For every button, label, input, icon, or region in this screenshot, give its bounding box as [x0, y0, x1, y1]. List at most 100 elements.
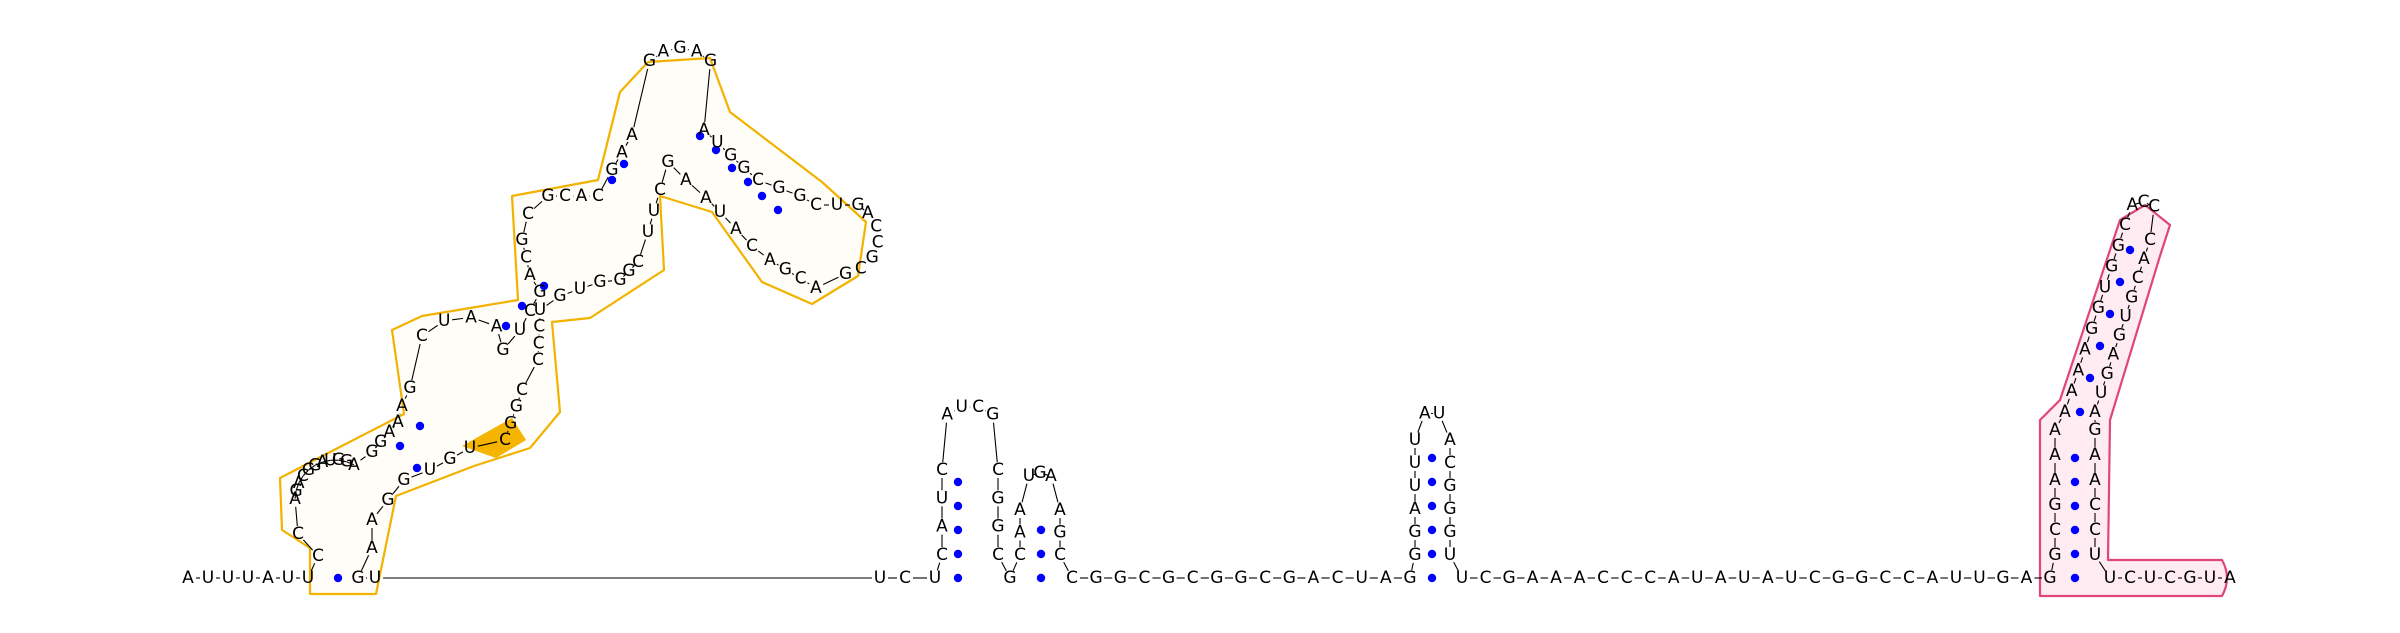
nucleotide: A — [1014, 523, 1026, 543]
nucleotide: U — [2104, 568, 2116, 588]
nucleotide: A — [700, 188, 712, 208]
nucleotide: C — [1444, 453, 1456, 473]
nucleotide: G — [839, 264, 852, 284]
highlight-domain-orange — [278, 56, 868, 596]
nucleotide: A — [384, 422, 396, 442]
backbone-link — [523, 317, 527, 324]
nucleotide: C — [2089, 495, 2101, 515]
nucleotide: C — [1138, 568, 1150, 588]
backbone-link — [338, 459, 347, 463]
backbone-link — [807, 282, 810, 285]
nucleotide: G — [1003, 568, 1016, 588]
nucleotide: G — [605, 160, 618, 180]
backbone-link — [298, 475, 304, 484]
backbone-link — [1032, 473, 1037, 476]
backbone-link — [633, 68, 649, 128]
nucleotide: G — [661, 152, 674, 172]
nucleotide: U — [438, 311, 450, 331]
backbone-link — [2051, 562, 2054, 571]
nucleotide: A — [2138, 249, 2150, 269]
backbone-link — [2100, 294, 2104, 301]
nucleotide: G — [403, 378, 416, 398]
backbone-link — [1063, 561, 1069, 572]
backbone-link — [498, 333, 502, 343]
nucleotide: C — [972, 397, 984, 417]
nucleotide: U — [324, 450, 336, 470]
nucleotide: U — [1973, 568, 1985, 588]
backbone-link — [567, 291, 573, 294]
backbone-link — [709, 135, 712, 138]
nucleotide: A — [491, 316, 503, 336]
nucleotide: U — [714, 202, 726, 222]
nucleotide: U — [711, 133, 723, 153]
nucleotide: U — [2089, 545, 2101, 565]
nucleotide: C — [312, 546, 324, 566]
backbone-link — [302, 539, 314, 551]
highlight-domain-pink — [2038, 203, 2229, 598]
nucleotide: C — [2124, 568, 2136, 588]
nucleotide: A — [1380, 568, 1392, 588]
nucleotide: G — [1114, 568, 1127, 588]
nucleotide: A — [1762, 568, 1774, 588]
nucleotide: A — [691, 41, 703, 61]
nucleotide: G — [496, 340, 509, 360]
nucleotide: U — [1456, 568, 1468, 588]
nucleotide: G — [1090, 568, 1103, 588]
nucleotide: G — [1443, 499, 1456, 519]
nucleotide: C — [1259, 568, 1271, 588]
nucleotide: C — [992, 460, 1004, 480]
nucleotide: C — [632, 252, 644, 272]
nucleotide: A — [576, 186, 588, 206]
nucleotide: C — [520, 248, 532, 268]
base-pair-dot — [619, 159, 629, 169]
nucleotide: C — [1014, 545, 1026, 565]
base-pair-dot — [539, 281, 549, 291]
nucleotide: U — [534, 300, 546, 320]
base-pair-dot — [695, 131, 705, 141]
backbone-link — [1441, 420, 1448, 433]
backbone-link — [1043, 473, 1048, 476]
backbone-link — [308, 464, 316, 471]
base-pair-dot — [2085, 373, 2095, 383]
nucleotide: C — [1597, 568, 1609, 588]
nucleotide: G — [1408, 522, 1421, 542]
nucleotide: U — [222, 568, 234, 588]
nucleotide: A — [2059, 402, 2071, 422]
nucleotide: G — [1403, 568, 1416, 588]
nucleotide: A — [1054, 500, 1066, 520]
backbone-link — [376, 505, 384, 515]
nucleotide: G — [1033, 463, 1046, 483]
nucleotide: A — [317, 452, 329, 472]
nucleotide: U — [648, 201, 660, 221]
base-pair-dot — [2070, 573, 2080, 583]
nucleotide: A — [2079, 340, 2091, 360]
backbone-link — [661, 169, 667, 183]
nucleotide: G — [340, 452, 353, 472]
backbone-link — [295, 506, 298, 527]
nucleotide: C — [292, 524, 304, 544]
nucleotide: A — [730, 219, 742, 239]
nucleotide: G — [2113, 326, 2126, 346]
nucleotide: C — [1809, 568, 1821, 588]
nucleotide: C — [1480, 568, 1492, 588]
backbone-link — [533, 200, 543, 210]
nucleotide: A — [392, 412, 404, 432]
backbone-link — [2139, 266, 2142, 271]
nucleotide: C — [499, 430, 511, 450]
backbone-link — [2127, 212, 2131, 218]
nucleotide: G — [1502, 568, 1515, 588]
nucleotide: C — [516, 380, 528, 400]
nucleotide: G — [704, 51, 717, 71]
nucleotide: C — [2144, 230, 2156, 250]
nucleotide: C — [936, 460, 948, 480]
base-pair-dot — [1427, 501, 1437, 511]
nucleotide: C — [2164, 568, 2176, 588]
nucleotide: G — [851, 195, 864, 215]
backbone-link — [302, 469, 309, 477]
backbone-link — [992, 422, 998, 463]
nucleotide: C — [1332, 568, 1344, 588]
backbone-link — [2127, 304, 2130, 309]
nucleotide: G — [2125, 287, 2138, 307]
nucleotide: A — [2089, 402, 2101, 422]
